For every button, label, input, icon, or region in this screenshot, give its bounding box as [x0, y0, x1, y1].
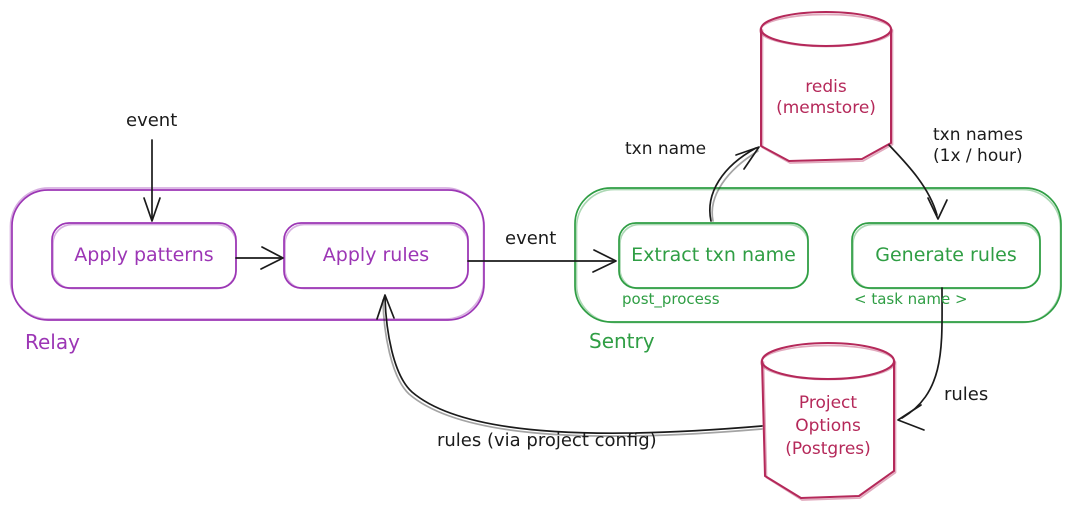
arrow-project-options-to-apply-rules — [376, 294, 763, 438]
txn-names-line2: (1x / hour) — [933, 146, 1023, 166]
project-options-line2: Options — [795, 416, 861, 436]
generate-rules-box — [851, 222, 1041, 289]
project-options-line1: Project — [798, 393, 858, 413]
node-extract-txn-name: Extract txn name — [631, 243, 796, 266]
relay-container-shape — [9, 187, 485, 321]
apply-patterns-box — [51, 222, 237, 289]
arrow-generate-to-project-options — [897, 287, 943, 431]
edge-label-rules-via-project-config: rules (via project config) — [437, 430, 657, 451]
redis-label-line1: redis — [805, 77, 847, 97]
project-options-cylinder-label: Project Options (Postgres) — [762, 392, 894, 461]
node-sublabel-task-name: < task name > — [854, 290, 968, 308]
arrow-relay-to-sentry — [467, 249, 617, 273]
arrow-redis-to-generate — [888, 144, 948, 220]
arrow-event-into-relay — [143, 139, 161, 222]
redis-label-line2: (memstore) — [776, 98, 876, 118]
edge-label-txn-names: txn names (1x / hour) — [933, 125, 1023, 167]
arrow-apply-patterns-to-apply-rules — [235, 246, 284, 270]
project-options-cylinder — [760, 342, 897, 501]
redis-cylinder-label: redis (memstore) — [760, 77, 892, 119]
txn-names-line1: txn names — [933, 125, 1023, 145]
node-sublabel-post-process: post_process — [622, 290, 720, 308]
node-generate-rules: Generate rules — [875, 243, 1017, 266]
sentry-group-label: Sentry — [589, 329, 655, 353]
project-options-line3: (Postgres) — [785, 439, 871, 459]
node-apply-rules: Apply rules — [322, 243, 430, 266]
sentry-container-shape — [574, 187, 1062, 324]
node-apply-patterns: Apply patterns — [74, 243, 214, 266]
relay-group-label: Relay — [25, 330, 80, 354]
edge-label-event-into-relay: event — [126, 110, 178, 131]
edge-label-txn-name: txn name — [625, 139, 707, 159]
edge-label-rules: rules — [944, 384, 989, 405]
edge-label-relay-to-sentry: event — [505, 228, 557, 249]
extract-txn-name-box — [618, 222, 809, 289]
redis-cylinder — [759, 11, 894, 164]
arrow-extract-to-redis — [709, 146, 760, 222]
apply-rules-box — [283, 222, 469, 289]
